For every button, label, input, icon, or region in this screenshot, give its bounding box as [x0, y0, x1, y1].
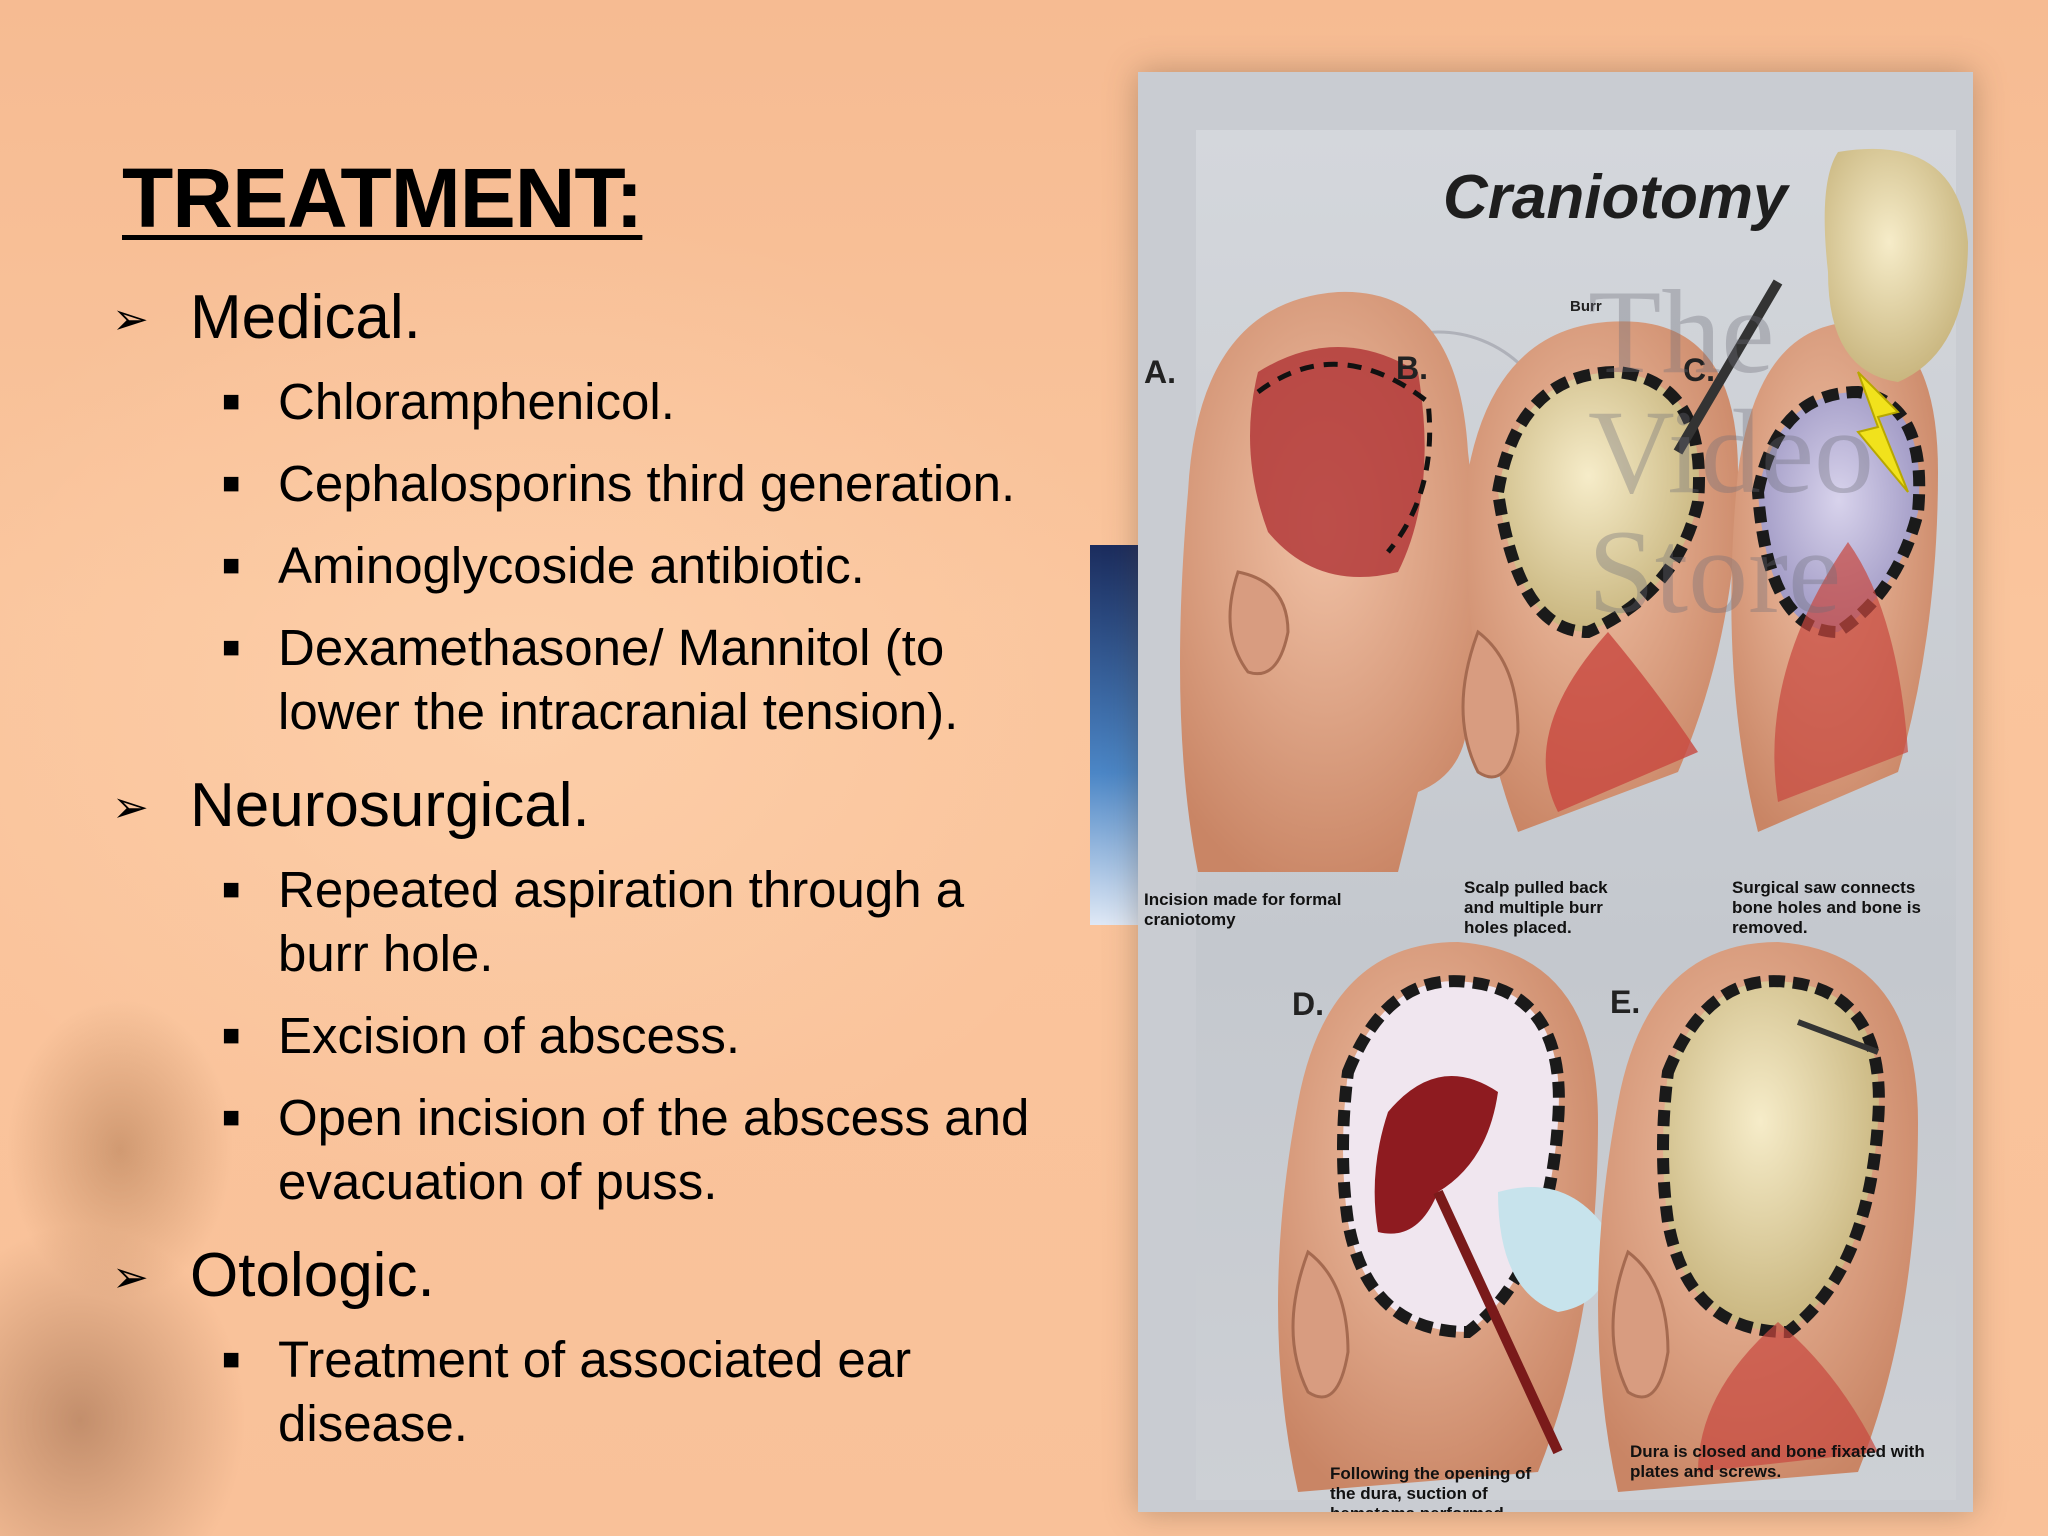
- square-bullet-icon: ■: [222, 631, 241, 664]
- section-heading-neurosurgical: ➢ Neurosurgical.: [112, 770, 1122, 842]
- list-item: ■ Excision of abscess.: [112, 1004, 1122, 1068]
- bullet-list: ➢ Medical. ■ Chloramphenicol. ■ Cephalos…: [112, 282, 1122, 1474]
- list-item-text: Treatment of associated ear: [278, 1331, 912, 1388]
- section-heading-medical: ➢ Medical.: [112, 282, 1122, 354]
- square-bullet-icon: ■: [222, 1101, 241, 1134]
- list-item-text: Open incision of the abscess and: [278, 1089, 1030, 1146]
- panel-letter-c: C.: [1683, 352, 1715, 388]
- panel-letter-d: D.: [1292, 986, 1324, 1022]
- square-bullet-icon: ■: [222, 1343, 241, 1376]
- watermark-line: The: [1588, 265, 1775, 398]
- list-item: ■ Open incision of the abscess and evacu…: [112, 1086, 1122, 1214]
- square-bullet-icon: ■: [222, 873, 241, 906]
- section-heading-otologic: ➢ Otologic.: [112, 1240, 1122, 1312]
- list-item: ■ Chloramphenicol.: [112, 370, 1122, 434]
- panel-b-skull: [1461, 279, 1783, 832]
- section-heading-text: Otologic.: [190, 1241, 435, 1310]
- square-bullet-icon: ■: [222, 1019, 241, 1052]
- arrow-bullet-icon: ➢: [112, 783, 149, 832]
- list-item: ■ Treatment of associated ear disease.: [112, 1328, 1122, 1456]
- list-item-text: Repeated aspiration through a: [278, 861, 965, 918]
- watermark-line: Store: [1588, 505, 1842, 638]
- panel-e-closure: [1598, 942, 1918, 1492]
- list-item: ■ Repeated aspiration through a burr hol…: [112, 858, 1122, 986]
- list-item-text: Excision of abscess.: [278, 1007, 741, 1064]
- craniotomy-illustration: Craniotomy Burr A. B. C. D. E. Incision …: [1138, 72, 1973, 1512]
- list-item-text: Cephalosporins third generation.: [278, 455, 1016, 512]
- arrow-bullet-icon: ➢: [112, 1253, 149, 1302]
- watermark-text: The Video Store: [1588, 272, 1874, 632]
- list-item: ■ Cephalosporins third generation.: [112, 452, 1122, 516]
- slide-title: TREATMENT:: [122, 151, 643, 245]
- list-item-text: Dexamethasone/ Mannitol (to: [278, 619, 945, 676]
- square-bullet-icon: ■: [222, 549, 241, 582]
- list-item-text: Chloramphenicol.: [278, 373, 675, 430]
- list-item-text: Aminoglycoside antibiotic.: [278, 537, 865, 594]
- panel-caption-b: Scalp pulled back and multiple burr hole…: [1464, 878, 1608, 937]
- list-item-text: disease.: [278, 1395, 468, 1452]
- panel-caption-a: Incision made for formal craniotomy: [1144, 890, 1342, 929]
- panel-letter-b: B.: [1396, 350, 1428, 386]
- panel-letter-e: E.: [1610, 984, 1641, 1020]
- panel-letter-a: A.: [1144, 354, 1176, 390]
- list-item-text: burr hole.: [278, 925, 494, 982]
- burr-label: Burr: [1570, 298, 1602, 315]
- panel-caption-d: Following the opening of the dura, sucti…: [1330, 1464, 1532, 1512]
- panel-a-head: [1180, 291, 1500, 873]
- list-item: ■ Dexamethasone/ Mannitol (to lower the …: [112, 616, 1122, 744]
- background-person-photo: [0, 1000, 330, 1536]
- craniotomy-drawing: [1180, 148, 1968, 1492]
- panel-d-hematoma: [1278, 942, 1610, 1492]
- list-item: ■ Aminoglycoside antibiotic.: [112, 534, 1122, 598]
- watermark-line: Video: [1588, 385, 1875, 518]
- arrow-bullet-icon: ➢: [112, 295, 149, 344]
- section-heading-text: Neurosurgical.: [190, 771, 590, 840]
- illustration-title: Craniotomy: [1443, 163, 1788, 232]
- square-bullet-icon: ■: [222, 385, 241, 418]
- list-item-text: lower the intracranial tension).: [278, 683, 959, 740]
- panel-caption-c: Surgical saw connects bone holes and bon…: [1732, 878, 1921, 937]
- panel-caption-e: Dura is closed and bone fixated with pla…: [1630, 1442, 1925, 1481]
- panel-c-skull-flap: [1731, 148, 1968, 832]
- list-item-text: evacuation of puss.: [278, 1153, 718, 1210]
- section-heading-text: Medical.: [190, 283, 421, 352]
- square-bullet-icon: ■: [222, 467, 241, 500]
